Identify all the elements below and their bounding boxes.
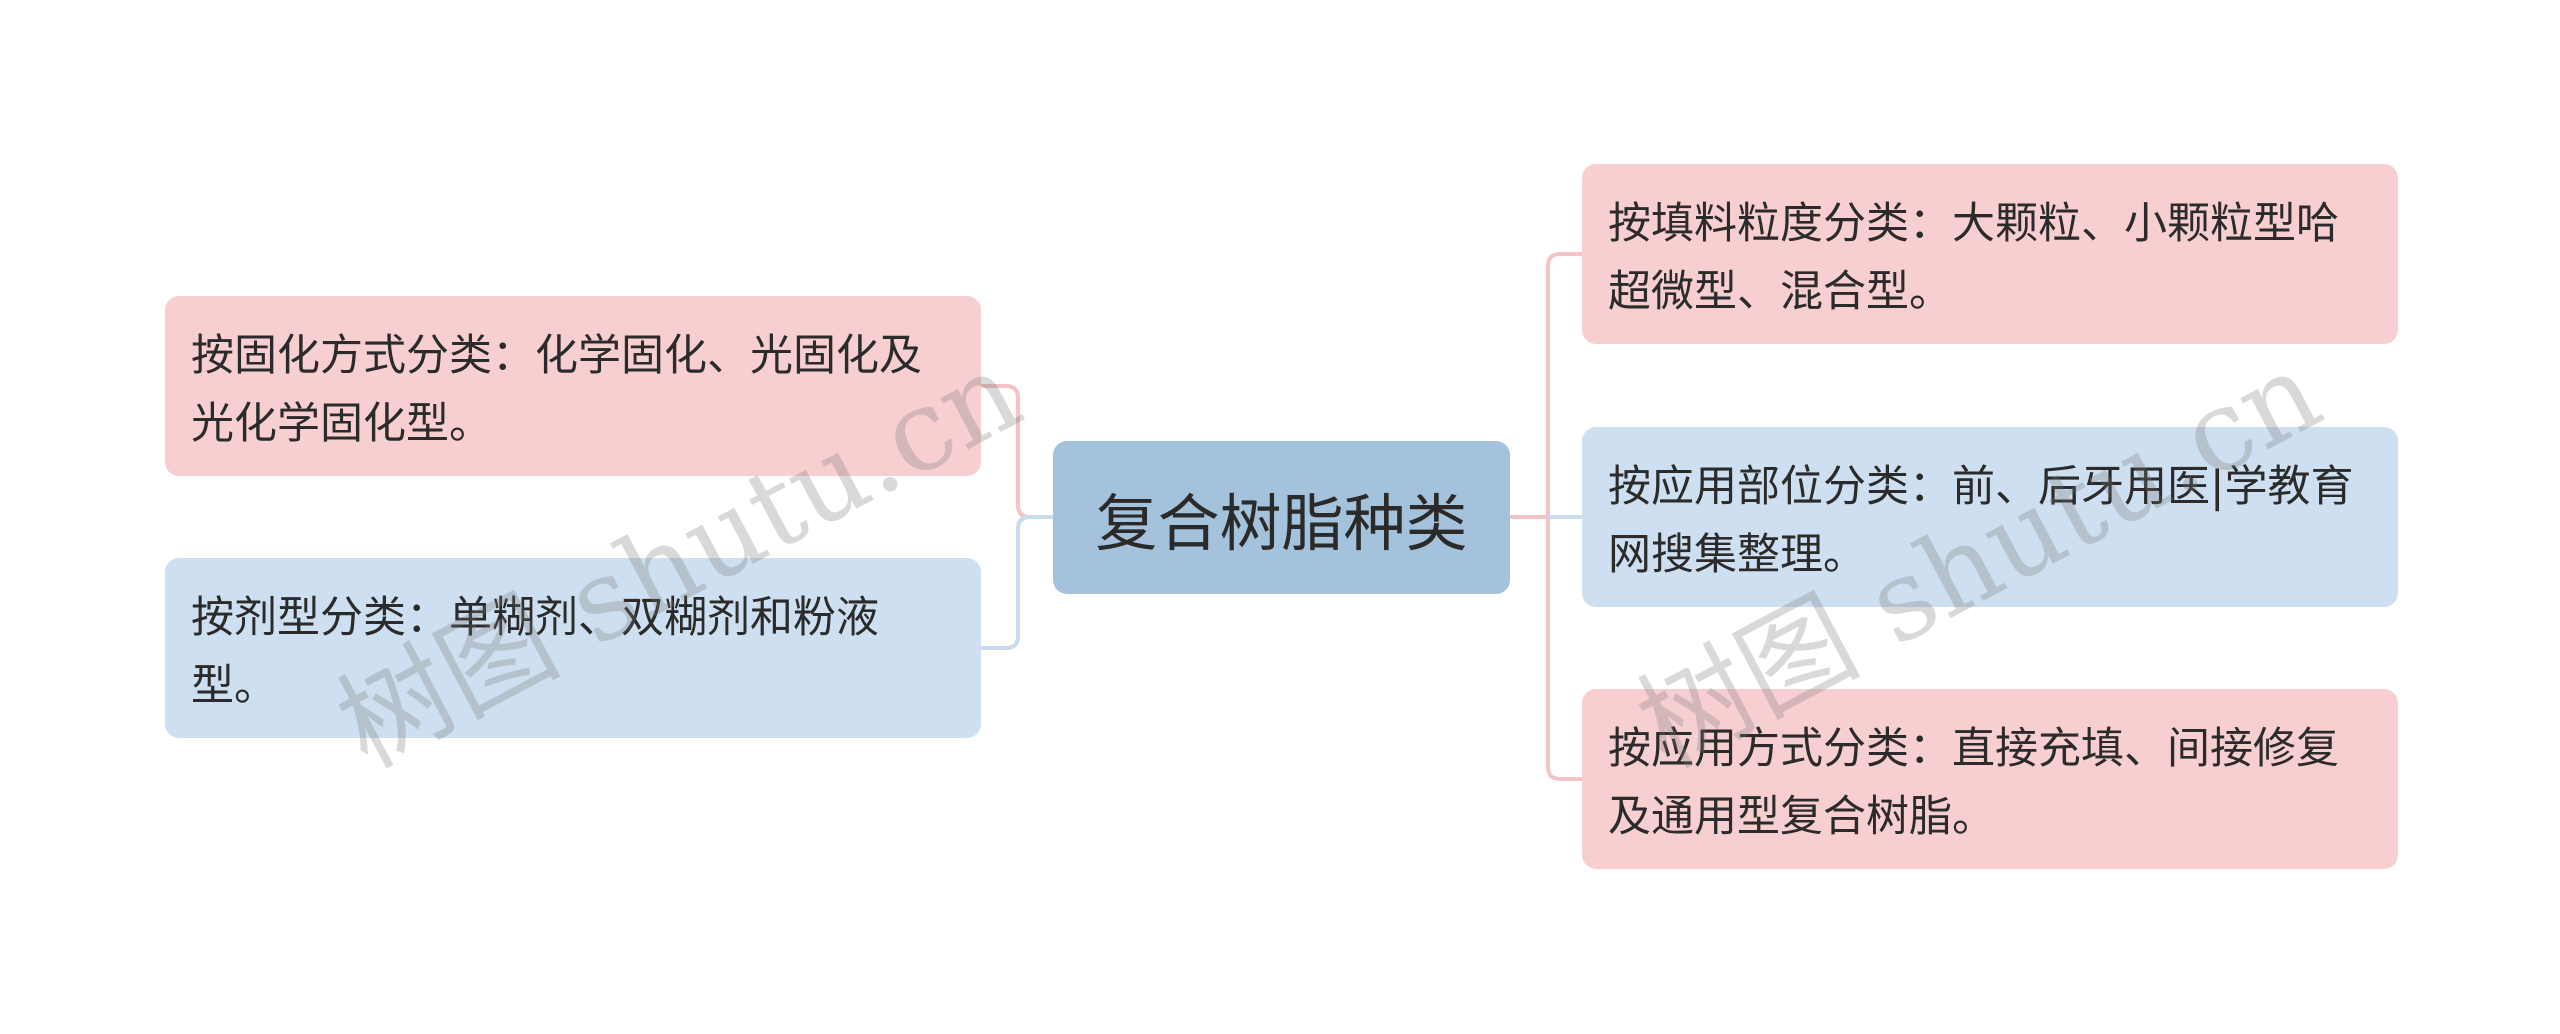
branch-node-filler-size[interactable]: 按填料粒度分类：大颗粒、小颗粒型哈超微型、混合型。 — [1582, 164, 2398, 344]
branch-node-text: 按剂型分类：单糊剂、双糊剂和粉液型。 — [191, 593, 879, 711]
branch-node-text: 按应用方式分类：直接充填、间接修复及通用型复合树脂。 — [1608, 724, 2339, 842]
connector-right-3 — [1546, 517, 1582, 781]
branch-node-text: 按应用部位分类：前、后牙用医|学教育网搜集整理。 — [1608, 462, 2354, 580]
central-topic[interactable]: 复合树脂种类 — [1053, 441, 1510, 594]
branch-node-application-method[interactable]: 按应用方式分类：直接充填、间接修复及通用型复合树脂。 — [1582, 689, 2398, 869]
central-topic-label: 复合树脂种类 — [1095, 486, 1468, 560]
branch-node-text: 按填料粒度分类：大颗粒、小颗粒型哈超微型、混合型。 — [1608, 199, 2339, 317]
connector-left-2 — [981, 515, 1053, 650]
branch-node-dosage-form[interactable]: 按剂型分类：单糊剂、双糊剂和粉液型。 — [165, 558, 981, 738]
connector-right-1 — [1546, 252, 1582, 517]
connector-left-1 — [981, 384, 1053, 519]
branch-node-curing-method[interactable]: 按固化方式分类：化学固化、光固化及光化学固化型。 — [165, 296, 981, 476]
branch-node-text: 按固化方式分类：化学固化、光固化及光化学固化型。 — [191, 331, 922, 449]
branch-node-application-site[interactable]: 按应用部位分类：前、后牙用医|学教育网搜集整理。 — [1582, 427, 2398, 607]
